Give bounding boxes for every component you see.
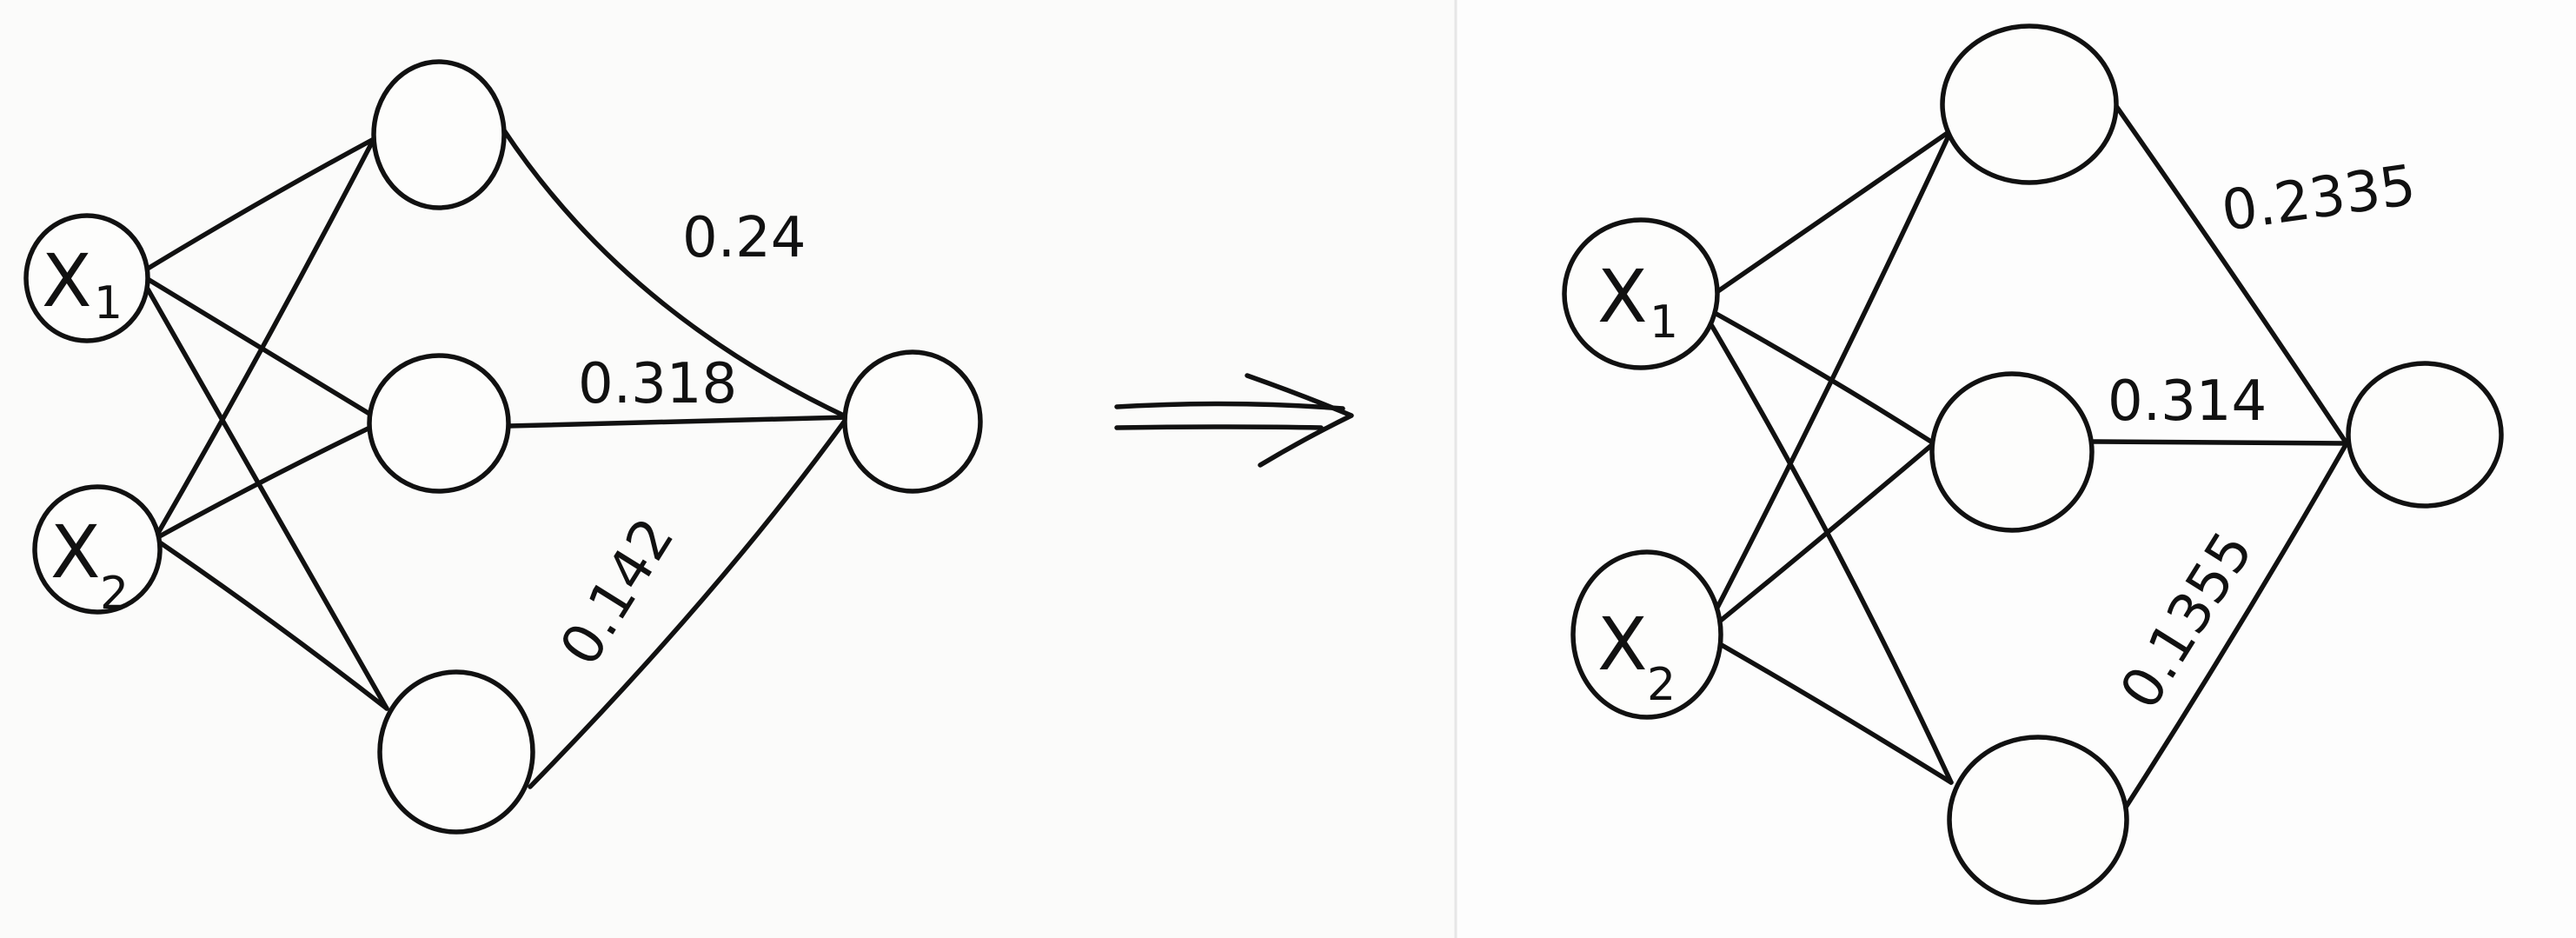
hidden-node-3 (377, 669, 535, 835)
edge-x1-h3 (136, 271, 389, 711)
input-node-x1-right (1562, 217, 1720, 370)
input-label-x1: X (42, 238, 92, 323)
input-node-x1 (23, 213, 150, 343)
right-nodes (1562, 23, 2504, 905)
input-label-x2-right: X (1597, 602, 1648, 687)
edge-x1-h2-right (1696, 302, 1936, 446)
input-label-x2-sub-right: 2 (1647, 659, 1676, 711)
input-label-x2: X (50, 509, 101, 595)
arrow-line-upper (1114, 401, 1345, 411)
edge-h2-out (506, 415, 850, 429)
transition-arrow (1114, 373, 1354, 468)
edge-x1-h1 (136, 136, 376, 276)
weight-label-top: 0.24 (682, 206, 807, 270)
edge-h1-out-right (2109, 97, 2349, 446)
edge-h1-out (501, 128, 850, 420)
input-node-x2-right (1570, 549, 1723, 720)
input-label-x1-sub: 1 (94, 277, 123, 329)
hidden-node-2 (367, 353, 511, 494)
hidden-node-1 (371, 59, 507, 210)
edge-h2-out-right (2088, 439, 2349, 446)
output-node (842, 349, 983, 494)
edge-x2-h3-right (1701, 632, 1954, 785)
left-weights: 0.24 0.318 0.142 (548, 206, 807, 676)
right-input-labels: X 1 X 2 (1597, 254, 1678, 711)
left-nodes (23, 59, 983, 835)
right-edges (1696, 97, 2349, 811)
input-label-x2-sub: 2 (100, 568, 129, 620)
weight-label-mid: 0.318 (578, 352, 737, 416)
hidden-node-2-right (1929, 371, 2095, 533)
edge-h3-out-right (2122, 441, 2349, 811)
arrow-line-lower (1114, 424, 1324, 430)
input-label-x1-sub-right: 1 (1650, 296, 1678, 349)
edge-x1-h3-right (1696, 302, 1954, 785)
edge-x2-h1-right (1701, 128, 1954, 637)
left-edges (136, 128, 850, 789)
hidden-node-3-right (1947, 735, 2129, 905)
input-node-x2 (32, 484, 163, 615)
edge-x2-h1 (152, 136, 376, 542)
hidden-node-1-right (1940, 23, 2119, 185)
edge-x2-h3 (152, 536, 389, 711)
weight-label-mid-right: 0.314 (2108, 369, 2267, 434)
arrow-head (1245, 373, 1354, 468)
edge-h3-out (528, 415, 850, 789)
weight-label-bot: 0.142 (548, 508, 687, 677)
edge-x1-h1-right (1696, 128, 1954, 307)
edge-x2-h2 (152, 419, 385, 542)
left-input-labels: X 1 X 2 (42, 238, 129, 620)
left-network: X 1 X 2 0.24 0.318 0.142 (23, 59, 983, 835)
edge-x2-h2-right (1701, 441, 1936, 637)
output-node-right (2346, 361, 2504, 509)
input-label-x1-right: X (1597, 254, 1648, 339)
